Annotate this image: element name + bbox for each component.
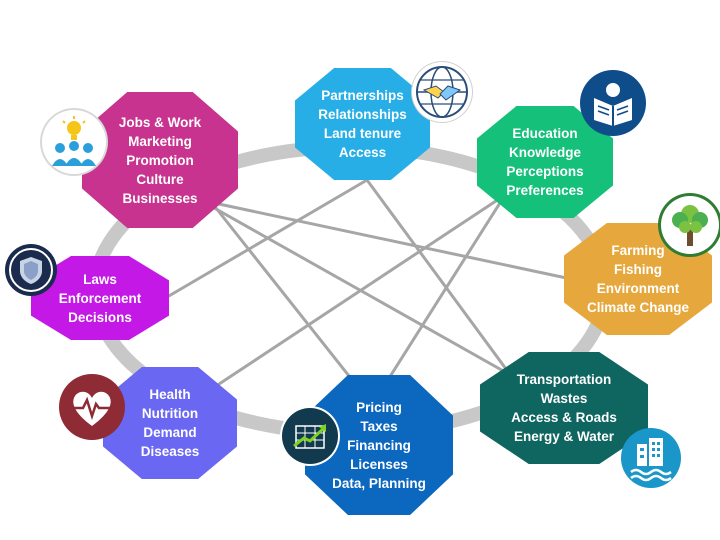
node-education-line-4: Preferences [506,183,584,198]
node-health-line-2: Nutrition [141,406,199,421]
idea-team-icon [42,110,106,174]
node-education-line-2: Knowledge [508,145,581,160]
connector-jobs-pricing [210,202,374,406]
node-farming-line-1: Farming [611,243,665,258]
node-health-line-4: Diseases [140,444,200,459]
node-laws-line-1: Laws [83,271,117,287]
connector-jobs-farming [199,198,591,285]
node-farming-line-2: Fishing [614,262,662,277]
node-laws-line-3: Decisions [68,309,132,325]
node-pricing-line-4: Licenses [350,456,408,472]
node-education-line-1: Education [512,126,578,141]
node-jobs-line-2: Marketing [128,133,192,149]
connector-jobs-transportation [199,198,531,388]
node-health-line-3: Demand [143,425,197,440]
node-transportation-line-4: Energy & Water [513,429,615,444]
node-pricing-line-1: Pricing [356,399,402,415]
growth-chart-icon [282,408,338,464]
node-jobs-line-3: Promotion [126,152,194,168]
node-transportation-line-3: Access & Roads [511,410,617,425]
heartbeat-icon [59,374,125,440]
node-partnerships: Partnerships Relationships Land tenure A… [295,68,430,180]
connector-partnerships-transportation [365,179,522,389]
node-partnerships-line-4: Access [338,145,387,160]
connector-education-pricing [370,194,507,406]
node-transportation: Transportation Wastes Access & Roads Ene… [480,352,648,464]
node-partnerships-line-3: Land tenure [323,126,402,141]
node-health: Health Nutrition Demand Diseases [103,367,237,479]
connector-partnerships-laws [161,178,368,302]
node-pricing-line-2: Taxes [360,418,398,434]
node-education-line-3: Perceptions [506,164,584,179]
node-transportation-line-2: Wastes [540,391,588,406]
node-partnerships-line-1: Partnerships [321,88,404,103]
node-laws-line-2: Enforcement [58,290,142,306]
node-transportation-line-1: Transportation [516,372,612,387]
node-farming-line-3: Environment [596,281,680,296]
node-farming-line-4: Climate Change [586,300,690,315]
node-jobs-line-1: Jobs & Work [118,114,202,130]
node-pricing-line-5: Data, Planning [332,475,426,491]
connector-education-health [206,193,506,394]
police-badge-icon [5,244,57,296]
node-jobs-line-5: Businesses [122,190,198,206]
node-jobs: Jobs & Work Marketing Promotion Culture … [82,92,238,228]
handshake-globe-icon [412,62,472,122]
tree-icon [661,196,719,254]
node-health-line-1: Health [149,387,191,402]
reader-book-icon [580,70,646,136]
node-pricing-line-3: Financing [347,437,411,453]
water-infrastructure-icon [621,428,681,488]
node-partnerships-line-2: Relationships [318,107,407,122]
node-jobs-line-4: Culture [136,171,184,187]
